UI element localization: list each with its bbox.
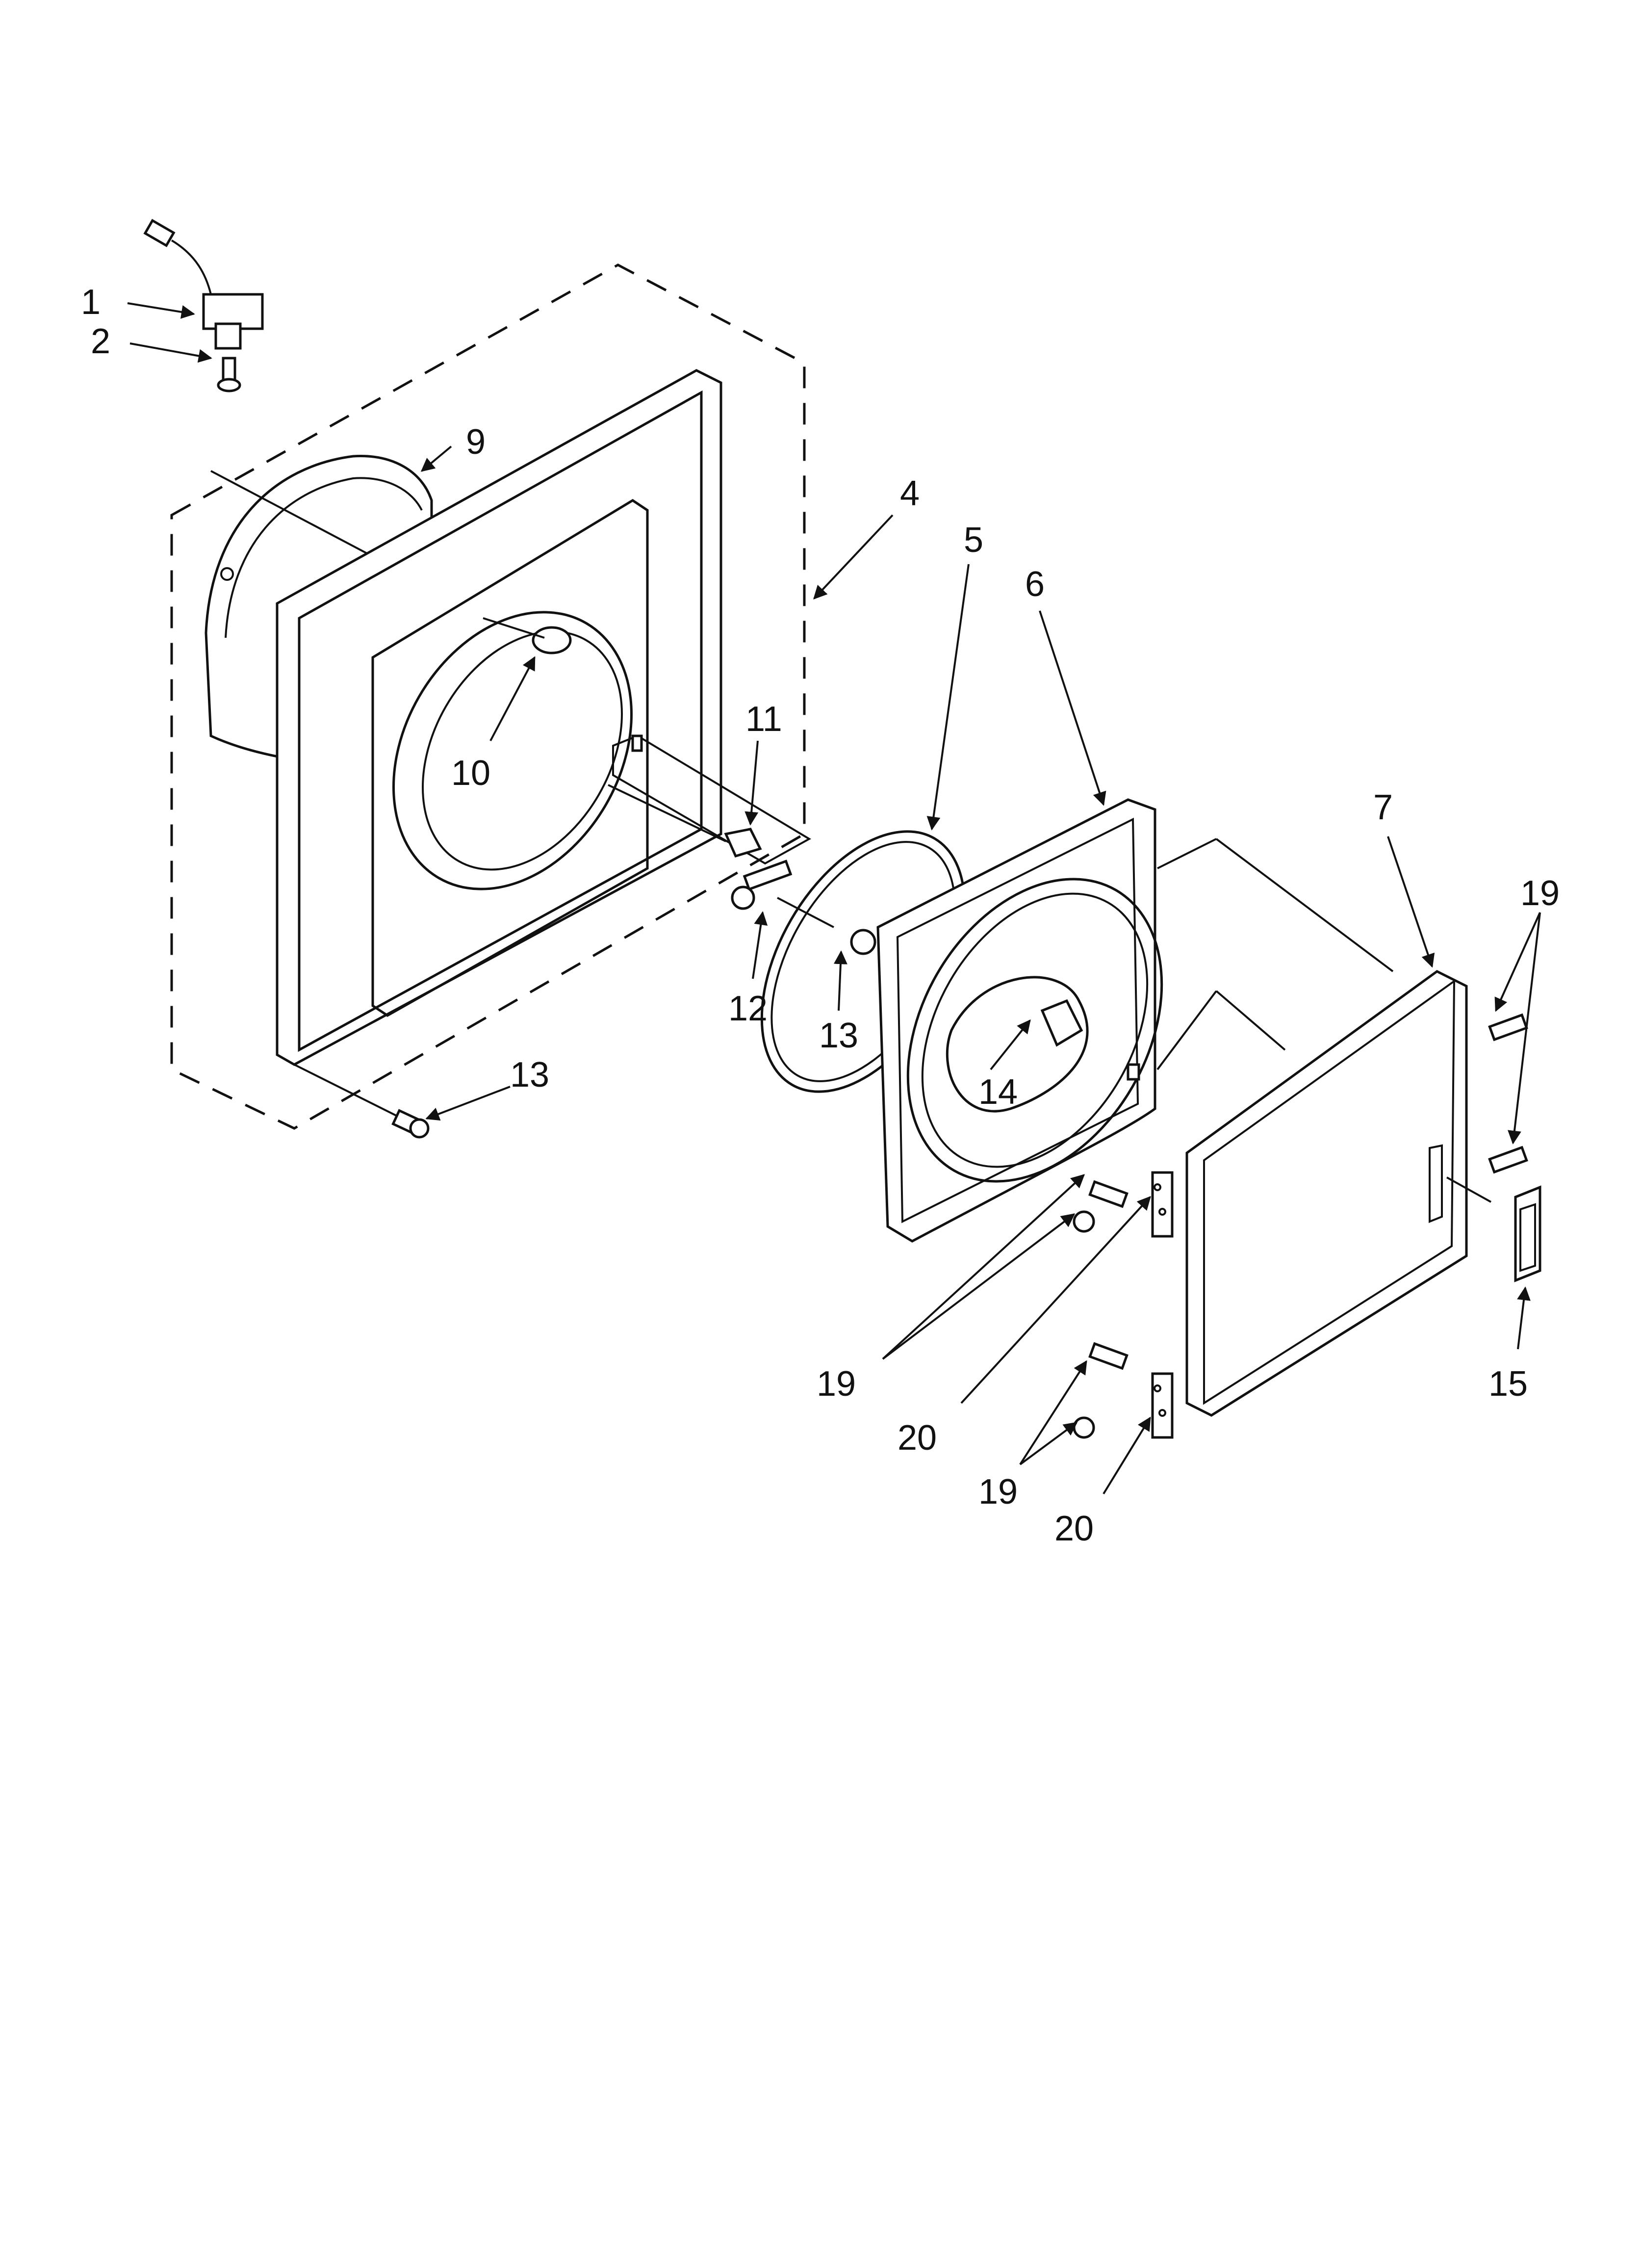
callout-13-bottom: 13 (510, 1055, 549, 1095)
callout-19-right: 19 (1520, 874, 1560, 913)
door-handle (1514, 1185, 1541, 1282)
callout-20-lower: 20 (1054, 1509, 1094, 1548)
front-panel (276, 369, 811, 1066)
callout-11: 11 (745, 700, 782, 739)
callout-1: 1 (81, 283, 101, 322)
hinge-upper (1151, 1171, 1174, 1238)
callout-4: 4 (900, 474, 920, 513)
callout-10: 10 (451, 754, 490, 793)
callout-13-gasket: 13 (819, 1016, 858, 1055)
callout-7: 7 (1373, 788, 1393, 827)
callout-19-upper: 19 (817, 1364, 856, 1404)
callout-12: 12 (728, 989, 768, 1028)
callout-labels: 1 2 9 4 5 6 10 11 12 13 13 14 7 19 19 19… (81, 283, 1560, 1548)
front-panel-assembly-outline (170, 263, 806, 1130)
switch-screw (217, 357, 241, 392)
callout-5: 5 (964, 521, 983, 560)
panel-screw-bottom (294, 1064, 430, 1139)
callout-19-lower: 19 (978, 1472, 1018, 1512)
hinge-lower (1151, 1372, 1174, 1439)
callout-14: 14 (978, 1072, 1018, 1112)
callout-6: 6 (1025, 565, 1045, 604)
callout-9: 9 (466, 422, 486, 462)
callout-20-upper: 20 (898, 1418, 937, 1458)
door-switch (143, 219, 264, 350)
callout-2: 2 (91, 322, 110, 361)
callout-15: 15 (1488, 1364, 1528, 1404)
inner-door-panel (876, 798, 1163, 1243)
bracket-screw (731, 860, 834, 928)
outer-door (1156, 838, 1491, 1417)
leader-lines (127, 302, 1541, 1495)
